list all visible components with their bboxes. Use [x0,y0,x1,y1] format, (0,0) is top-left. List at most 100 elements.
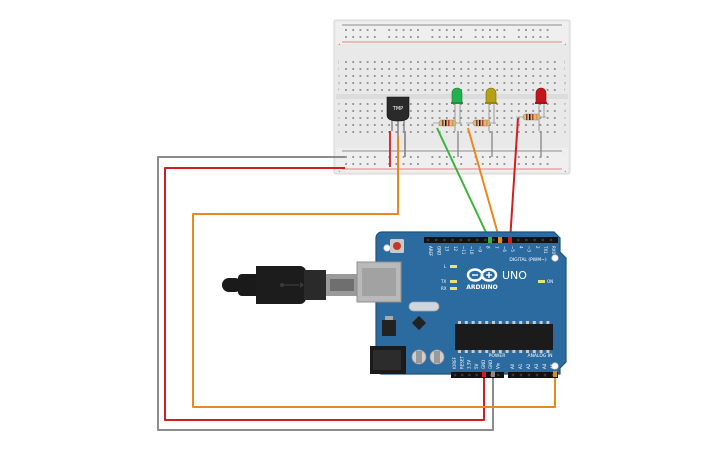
rail-hole[interactable] [431,163,434,165]
breadboard-hole[interactable] [510,68,513,70]
breadboard-hole[interactable] [373,89,376,91]
breadboard-hole[interactable] [517,103,520,105]
analog-pin-hole[interactable] [519,373,523,377]
wire-orange-digital[interactable] [467,127,501,242]
breadboard-hole[interactable] [474,68,477,70]
breadboard-hole[interactable] [409,61,412,63]
breadboard-hole[interactable] [359,89,362,91]
led-yellow[interactable] [485,87,497,131]
breadboard-hole[interactable] [460,110,463,112]
breadboard-hole[interactable] [445,82,448,84]
breadboard-hole[interactable] [381,110,383,112]
breadboard-hole[interactable] [496,68,499,70]
breadboard-hole[interactable] [445,110,448,112]
rail-hole[interactable] [460,29,463,31]
power-pin-hole[interactable] [453,373,457,377]
breadboard-hole[interactable] [503,68,506,70]
digital-pin-hole[interactable] [435,238,438,242]
breadboard-hole[interactable] [345,124,347,126]
digital-pin-hole[interactable] [525,238,528,242]
rail-hole[interactable] [546,36,549,38]
rail-hole[interactable] [352,29,355,31]
rail-hole[interactable] [395,163,398,165]
breadboard-hole[interactable] [517,82,520,84]
breadboard-hole[interactable] [474,103,477,105]
resistor-2[interactable] [466,119,496,127]
breadboard-hole[interactable] [431,131,434,133]
rail-hole[interactable] [409,156,412,158]
breadboard-hole[interactable] [517,131,520,133]
rail-hole[interactable] [352,156,355,158]
rail-hole[interactable] [345,36,347,38]
breadboard-hole[interactable] [553,131,556,133]
breadboard-hole[interactable] [381,82,383,84]
breadboard-hole[interactable] [366,68,369,70]
rail-hole[interactable] [539,163,542,165]
temperature-sensor[interactable]: TMP [386,96,410,137]
breadboard-hole[interactable] [373,131,376,133]
breadboard-hole[interactable] [366,103,369,105]
rail-hole[interactable] [431,36,434,38]
breadboard-hole[interactable] [395,82,398,84]
rail-hole[interactable] [402,156,405,158]
breadboard-hole[interactable] [381,124,383,126]
rail-hole[interactable] [359,29,362,31]
breadboard-hole[interactable] [424,103,427,105]
rail-hole[interactable] [345,156,347,158]
breadboard-hole[interactable] [424,68,427,70]
breadboard-hole[interactable] [445,117,448,119]
breadboard-hole[interactable] [467,124,470,126]
rail-hole[interactable] [438,36,441,38]
breadboard-hole[interactable] [352,124,355,126]
breadboard-hole[interactable] [373,68,376,70]
rail-hole[interactable] [431,156,434,158]
breadboard-hole[interactable] [345,82,347,84]
rail-hole[interactable] [373,29,376,31]
breadboard-hole[interactable] [539,68,542,70]
breadboard-hole[interactable] [553,82,556,84]
breadboard-hole[interactable] [496,75,499,77]
rail-hole[interactable] [453,29,455,31]
wire-red-5v[interactable] [164,167,485,421]
wire-red-digital[interactable] [509,117,519,242]
breadboard-hole[interactable] [388,61,391,63]
breadboard-hole[interactable] [525,68,527,70]
breadboard-hole[interactable] [525,75,527,77]
rail-hole[interactable] [489,163,491,165]
rail-hole[interactable] [445,29,448,31]
breadboard-hole[interactable] [467,68,470,70]
breadboard-hole[interactable] [345,89,347,91]
rail-hole[interactable] [409,163,412,165]
breadboard-hole[interactable] [496,103,499,105]
breadboard-hole[interactable] [481,131,484,133]
rail-hole[interactable] [417,29,419,31]
breadboard-hole[interactable] [366,131,369,133]
rail-hole[interactable] [445,156,448,158]
breadboard-hole[interactable] [431,103,434,105]
breadboard-hole[interactable] [481,68,484,70]
breadboard-hole[interactable] [366,89,369,91]
rail-hole[interactable] [417,163,419,165]
breadboard-hole[interactable] [424,117,427,119]
breadboard-hole[interactable] [539,110,542,112]
breadboard-hole[interactable] [431,89,434,91]
rail-hole[interactable] [373,156,376,158]
breadboard-hole[interactable] [532,103,535,105]
rail-hole[interactable] [517,36,520,38]
breadboard-hole[interactable] [503,61,506,63]
breadboard-hole[interactable] [474,61,477,63]
wire-green-digital[interactable] [436,127,491,242]
rail-hole[interactable] [489,156,491,158]
breadboard-hole[interactable] [402,89,405,91]
breadboard-hole[interactable] [431,110,434,112]
breadboard-hole[interactable] [345,117,347,119]
breadboard-hole[interactable] [510,82,513,84]
breadboard-hole[interactable] [366,82,369,84]
rail-hole[interactable] [460,36,463,38]
breadboard-hole[interactable] [503,124,506,126]
breadboard-hole[interactable] [431,75,434,77]
breadboard-hole[interactable] [431,82,434,84]
digital-pin-hole[interactable] [467,238,471,242]
rail-hole[interactable] [417,36,419,38]
